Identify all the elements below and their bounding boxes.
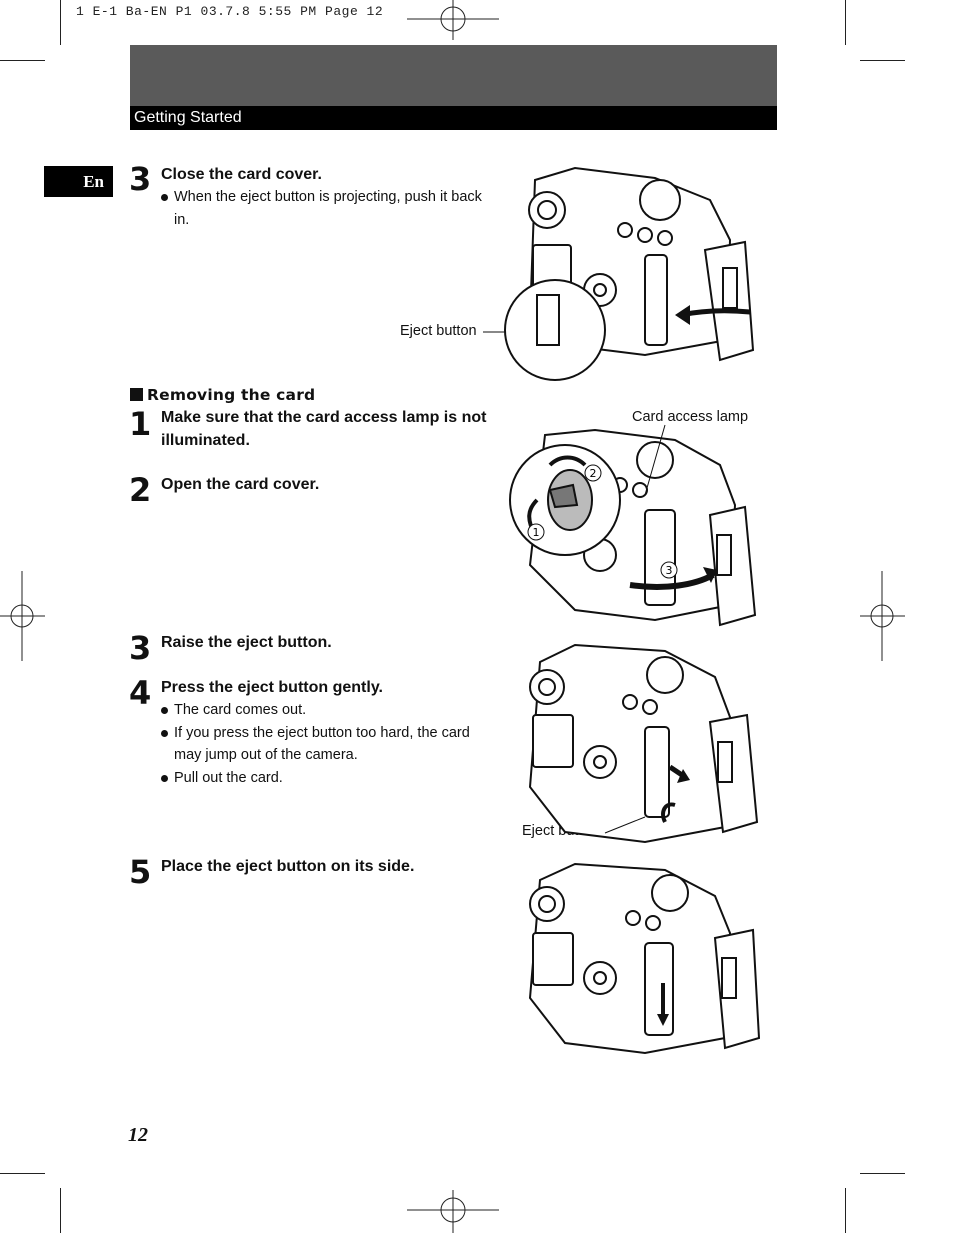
step-number: 2 — [129, 471, 152, 509]
camera-figure-close-cover — [483, 166, 755, 381]
marker-1: 1 — [533, 526, 540, 539]
registration-mark-bottom — [407, 1190, 499, 1233]
bullet-item: If you press the eject button too hard, … — [161, 722, 486, 767]
step-title: Close the card cover. — [161, 166, 322, 183]
subsection-heading: Removing the card — [130, 386, 315, 404]
page-number: 12 — [128, 1124, 148, 1146]
step-number: 3 — [129, 629, 152, 667]
step-number: 1 — [129, 405, 152, 443]
marker-2: 2 — [590, 467, 597, 480]
language-tab: En — [44, 166, 113, 197]
print-slug: 1 E-1 Ba-EN P1 03.7.8 5:55 PM Page 12 — [76, 4, 384, 19]
camera-figure-open-cover: 1 2 3 — [509, 424, 757, 627]
camera-figure-eject-side — [528, 862, 761, 1055]
step-bullets: The card comes out. If you press the eje… — [161, 699, 486, 789]
step-title: Make sure that the card access lamp is n… — [161, 409, 487, 449]
header-band — [130, 45, 777, 106]
square-bullet-icon — [130, 388, 143, 401]
registration-mark-top — [407, 0, 499, 40]
eject-button-callout: Eject button — [400, 323, 477, 339]
step-bullets: When the eject button is projecting, pus… — [161, 186, 486, 231]
step-title: Press the eject button gently. — [161, 679, 383, 696]
bullet-item: Pull out the card. — [161, 767, 486, 790]
section-title: Getting Started — [130, 106, 777, 130]
step-title: Place the eject button on its side. — [161, 858, 415, 875]
subsection-heading-text: Removing the card — [147, 386, 316, 404]
registration-mark-left — [0, 571, 45, 661]
step-title: Open the card cover. — [161, 476, 320, 493]
step-number: 5 — [129, 853, 152, 891]
registration-mark-right — [860, 571, 905, 661]
step-number: 4 — [129, 674, 152, 712]
camera-figure-eject-card — [528, 643, 759, 844]
bullet-item: The card comes out. — [161, 699, 486, 722]
step-title: Raise the eject button. — [161, 634, 332, 651]
bullet-item: When the eject button is projecting, pus… — [161, 186, 486, 231]
marker-3: 3 — [666, 564, 673, 577]
card-access-lamp-callout: Card access lamp — [632, 409, 749, 425]
figure-markers: 1 2 3 — [527, 464, 678, 579]
step-number: 3 — [129, 160, 152, 198]
